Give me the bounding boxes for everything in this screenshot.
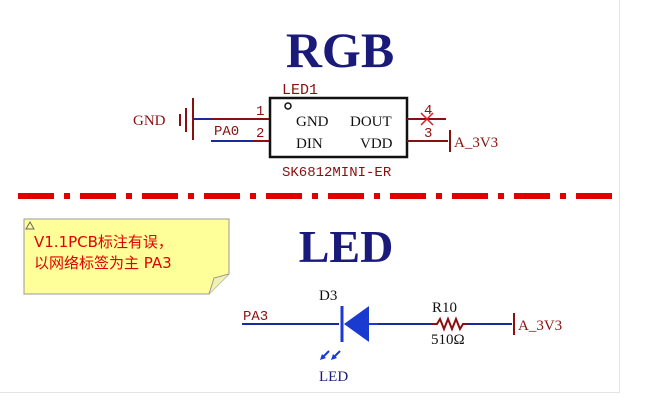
pin4-number: 4 [424,103,432,119]
note-line1: V1.1PCB标注有误， [34,233,173,251]
led1-body [268,96,409,159]
note-line2: 以网络标签为主 PA3 [34,254,172,272]
pin4-name: DOUT [350,114,392,130]
led1-part-number: SK6812MINI-ER [282,165,392,181]
no-connect-mark [420,112,434,126]
gnd-symbol [179,98,194,140]
pa0-net-label: PA0 [214,124,239,140]
pin1-marker [284,102,292,110]
r10-value: 510Ω [431,332,465,348]
pin3-name: VDD [360,136,393,152]
power-label-led: A_3V3 [518,318,562,334]
note-annotation [23,218,230,295]
d3-value: LED [319,369,348,385]
canvas-right-margin [619,0,671,406]
pin1-name: GND [296,114,329,130]
pin2-name: DIN [296,136,323,152]
r10-resistor-symbol [432,316,467,332]
r10-designator: R10 [432,300,457,316]
led-emission-arrows-icon [320,350,341,360]
led1-designator: LED1 [282,82,318,99]
d3-diode-symbol [340,306,378,342]
led-section-title: LED [299,221,394,272]
power-label-rgb: A_3V3 [454,135,498,151]
pin3-number: 3 [424,126,432,142]
pa3-net-label: PA3 [243,309,268,325]
rgb-section-title: RGB [286,22,394,78]
pin1-number: 1 [256,104,264,120]
gnd-label: GND [133,113,166,129]
d3-designator: D3 [319,288,337,304]
pin2-number: 2 [256,126,264,142]
canvas-bottom-margin [0,392,620,407]
